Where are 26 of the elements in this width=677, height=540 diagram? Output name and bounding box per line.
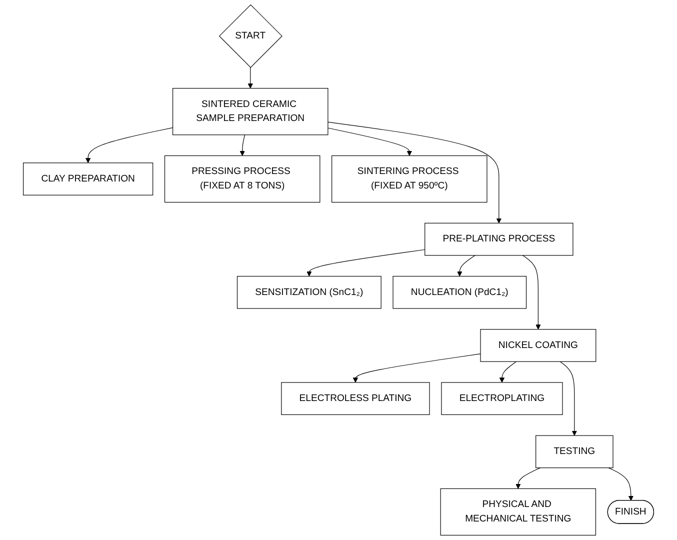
node-box: NICKEL COATING (480, 329, 596, 362)
arrow (306, 249, 426, 276)
arrow (608, 468, 634, 501)
node-box: SENSITIZATION (SnC1₂) (236, 276, 382, 309)
node-box: ELECTROPLATING (441, 382, 563, 415)
node-box: CLAY PREPARATION (23, 162, 154, 196)
node-box: PRE-PLATING PROCESS (424, 222, 574, 256)
node-diamond: START (218, 4, 282, 68)
arrow (248, 67, 253, 89)
arrow (522, 255, 541, 330)
node-box: PRESSING PROCESS (FIXED AT 8 TONS) (164, 155, 320, 203)
arrow (328, 128, 412, 156)
arrow (457, 255, 476, 276)
arrow (85, 127, 174, 164)
node-box: NUCLEATION (PdC1₂) (392, 276, 527, 309)
arrow (560, 361, 578, 436)
node-box: SINTERING PROCESS (FIXED AT 950ºC) (332, 155, 488, 203)
node-box: TESTING (536, 435, 614, 468)
arrow (499, 361, 516, 383)
node-box: ELECTROLESS PLATING (281, 382, 430, 415)
arrow (516, 468, 541, 489)
node-box: SINTERED CERAMIC SAMPLE PREPARATION (172, 88, 328, 136)
arrow (328, 122, 502, 224)
arrow (240, 134, 246, 156)
arrow (352, 354, 481, 383)
node-box: PHYSICAL AND MECHANICAL TESTING (440, 488, 596, 536)
